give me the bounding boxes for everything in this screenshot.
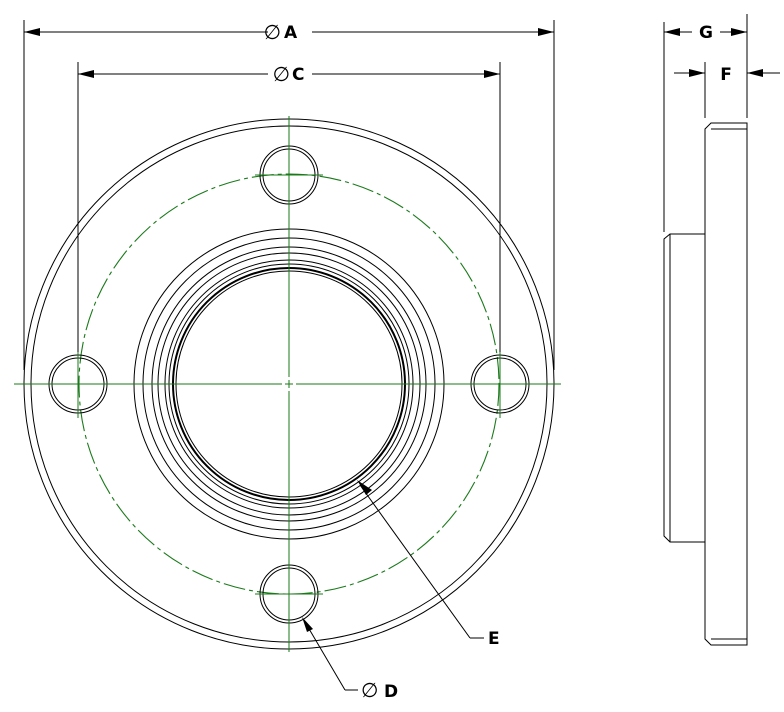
leader-d-line — [304, 621, 346, 691]
dim-g-arrow-left — [664, 28, 680, 36]
front-view: ∅ A ∅ C E ∅ D — [14, 20, 561, 702]
dim-c-label: C — [292, 65, 304, 85]
leader-d: ∅ D — [302, 617, 398, 702]
leader-e-arrow — [357, 480, 372, 495]
leader-d-diameter-symbol: ∅ — [361, 678, 378, 702]
leader-d-arrow — [302, 617, 313, 632]
leader-d-label: D — [384, 682, 398, 702]
dim-f-arrow-left — [689, 69, 705, 77]
leader-e-label: E — [488, 629, 500, 649]
dim-g-label: G — [699, 23, 713, 43]
dim-f-arrow-right — [747, 69, 763, 77]
center-lines — [14, 116, 561, 652]
side-view: G F — [663, 14, 780, 646]
dim-a-arrow-left — [24, 28, 40, 36]
leader-e: E — [357, 480, 500, 649]
dimension-c: ∅ C — [77, 62, 501, 352]
dim-a-arrow-right — [538, 28, 554, 36]
dim-f-label: F — [720, 65, 732, 85]
dim-g-arrow-right — [731, 28, 747, 36]
dim-a-label: A — [284, 23, 298, 43]
dim-c-arrow-left — [78, 70, 94, 78]
dimension-g: G — [663, 14, 748, 232]
leader-e-line — [359, 484, 471, 639]
dimension-a: ∅ A — [23, 20, 555, 370]
dimension-f: F — [674, 62, 780, 118]
dim-a-diameter-symbol: ∅ — [264, 20, 281, 44]
dim-c-arrow-right — [484, 70, 500, 78]
dim-c-diameter-symbol: ∅ — [273, 62, 290, 86]
